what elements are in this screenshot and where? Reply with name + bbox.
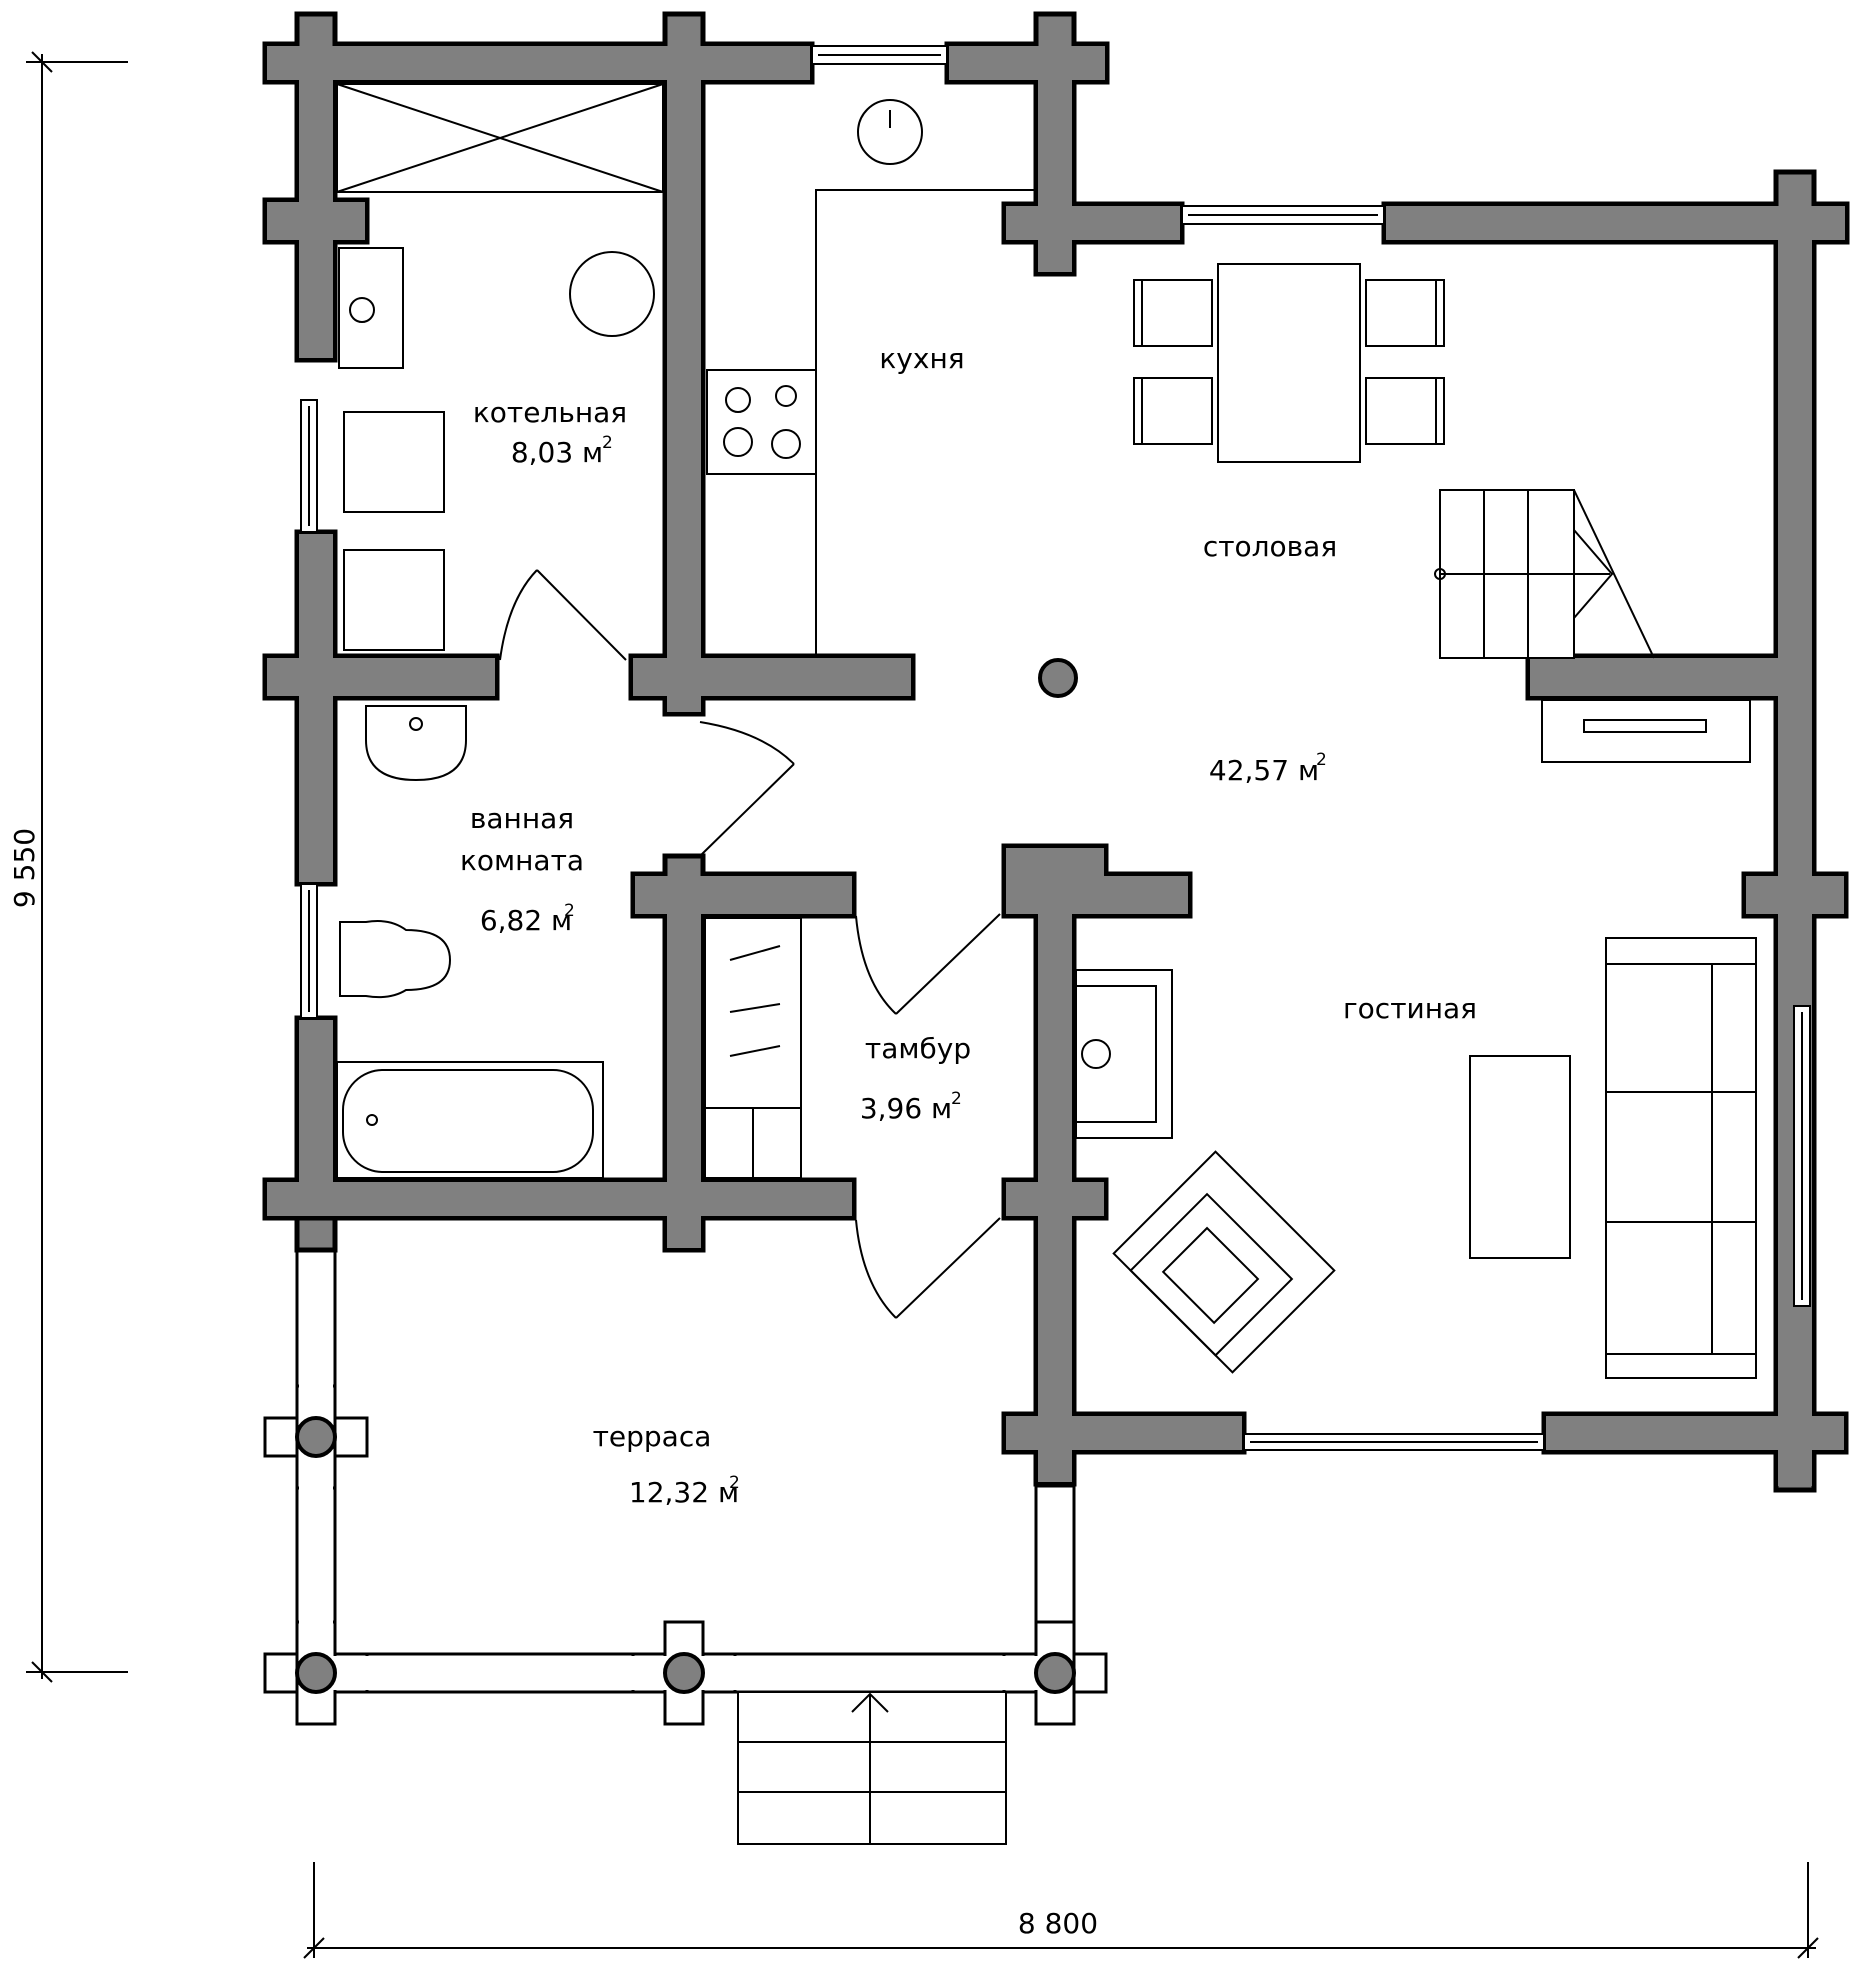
dining-set — [1133, 263, 1445, 463]
vestibule-area: 3,96 м — [860, 1092, 952, 1125]
terrace-columns — [295, 1416, 1076, 1694]
dimension-vertical: 9 550 — [8, 51, 128, 1683]
coffee-table — [1469, 1055, 1571, 1259]
dining-name: столовая — [1203, 530, 1337, 563]
bath-name-1: ванная — [470, 802, 574, 835]
boiler-tank — [569, 251, 655, 337]
boiler-room-area-sup: 2 — [602, 433, 613, 453]
vestibule-name: тамбур — [865, 1032, 971, 1065]
boiler-unit-1 — [343, 411, 445, 513]
terrace-area-sup: 2 — [729, 1473, 740, 1493]
dimension-width-label: 8 800 — [1018, 1907, 1098, 1940]
bath-area: 6,82 м — [480, 904, 572, 937]
wardrobe — [704, 917, 802, 1179]
doors — [499, 569, 1001, 1319]
bathroom-fixtures — [336, 705, 604, 1179]
boiler-unit-2 — [343, 549, 445, 651]
bath-area-sup: 2 — [564, 901, 575, 921]
bath-sink — [365, 705, 467, 782]
bathtub — [336, 1061, 604, 1179]
dimension-horizontal: 8 800 — [303, 1862, 1819, 1959]
boiler-sink — [338, 247, 404, 369]
kitchen-sink — [857, 99, 923, 165]
staircase — [1434, 489, 1655, 659]
dining-area: 42,57 м — [1209, 754, 1319, 787]
fireplace — [1075, 969, 1173, 1139]
living-furniture — [1112, 937, 1757, 1379]
boiler-room-name: котельная — [473, 396, 627, 429]
terrace-area: 12,32 м — [629, 1476, 739, 1509]
room-labels: котельная 8,03 м 2 кухня столовая 42,57 … — [460, 342, 1477, 1509]
armchair — [1112, 1150, 1336, 1374]
toilet — [339, 920, 452, 999]
dimension-height-label: 9 550 — [8, 828, 41, 908]
bath-name-2: комната — [460, 844, 584, 877]
kitchen-name: кухня — [879, 342, 964, 375]
stove — [706, 369, 817, 475]
boiler-room-area: 8,03 м — [511, 436, 603, 469]
log-walls — [262, 11, 1850, 1493]
terrace-name: терраса — [593, 1420, 712, 1453]
support-column — [1038, 658, 1078, 698]
boiler-room — [336, 83, 664, 651]
kitchen-area — [706, 99, 1036, 656]
fireplace-top — [1541, 699, 1751, 763]
windows — [300, 45, 1811, 1451]
entry-steps — [737, 1691, 1007, 1845]
living-name: гостиная — [1343, 992, 1477, 1025]
dining-table — [1217, 263, 1361, 463]
vestibule-area-sup: 2 — [951, 1089, 962, 1109]
sofa — [1605, 937, 1757, 1379]
dining-area-sup: 2 — [1316, 750, 1327, 770]
